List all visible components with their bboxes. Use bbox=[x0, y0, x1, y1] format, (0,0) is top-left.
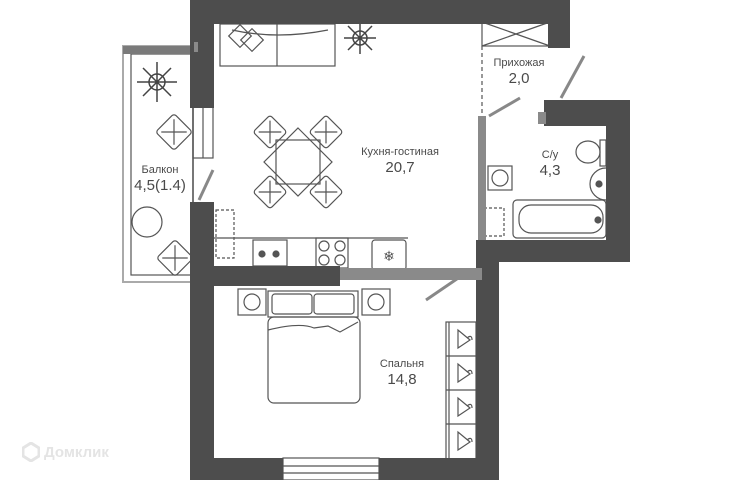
room-label-bathroom: С/у 4,3 bbox=[526, 149, 574, 179]
balcony-chair bbox=[157, 240, 193, 276]
dining-chair bbox=[253, 175, 287, 209]
room-area: 14,8 bbox=[387, 370, 417, 388]
room-area: 4,5(1.4) bbox=[134, 176, 186, 194]
watermark: Домклик bbox=[22, 442, 109, 462]
room-label-balcony: Балкон 4,5(1.4) bbox=[130, 164, 190, 194]
room-area: 2,0 bbox=[508, 69, 530, 87]
room-name: Балкон bbox=[141, 164, 179, 176]
plant-icon bbox=[137, 62, 177, 102]
watermark-text: Домклик bbox=[44, 443, 109, 461]
room-name: Прихожая bbox=[493, 57, 545, 69]
plant-icon bbox=[344, 22, 376, 54]
balcony-chair bbox=[156, 114, 192, 150]
bathroom-fixtures bbox=[483, 139, 607, 239]
dining-table bbox=[263, 127, 333, 197]
kitchen-counter: ❄ bbox=[213, 209, 408, 271]
dining-chair bbox=[253, 115, 287, 149]
room-label-hallway: Прихожая 2,0 bbox=[482, 57, 556, 87]
room-label-bedroom: Спальня 14,8 bbox=[370, 358, 434, 388]
room-name: С/у bbox=[541, 149, 559, 161]
domclick-logo-icon bbox=[22, 442, 40, 462]
walls bbox=[190, 0, 630, 480]
room-area: 20,7 bbox=[385, 158, 415, 176]
sofa bbox=[219, 23, 336, 67]
room-label-kitchen-living: Кухня-гостиная 20,7 bbox=[352, 146, 448, 176]
room-name: Кухня-гостиная bbox=[361, 146, 439, 158]
dining-chair bbox=[309, 175, 343, 209]
bedroom-wardrobe bbox=[445, 321, 477, 461]
bed bbox=[237, 288, 391, 404]
balcony-outline bbox=[122, 45, 194, 283]
room-area: 4,3 bbox=[539, 161, 561, 179]
balcony-table bbox=[131, 206, 163, 238]
thin-walls bbox=[194, 42, 546, 280]
dining-chair bbox=[309, 115, 343, 149]
room-name: Спальня bbox=[379, 358, 425, 370]
svg-text:❄: ❄ bbox=[383, 248, 395, 264]
